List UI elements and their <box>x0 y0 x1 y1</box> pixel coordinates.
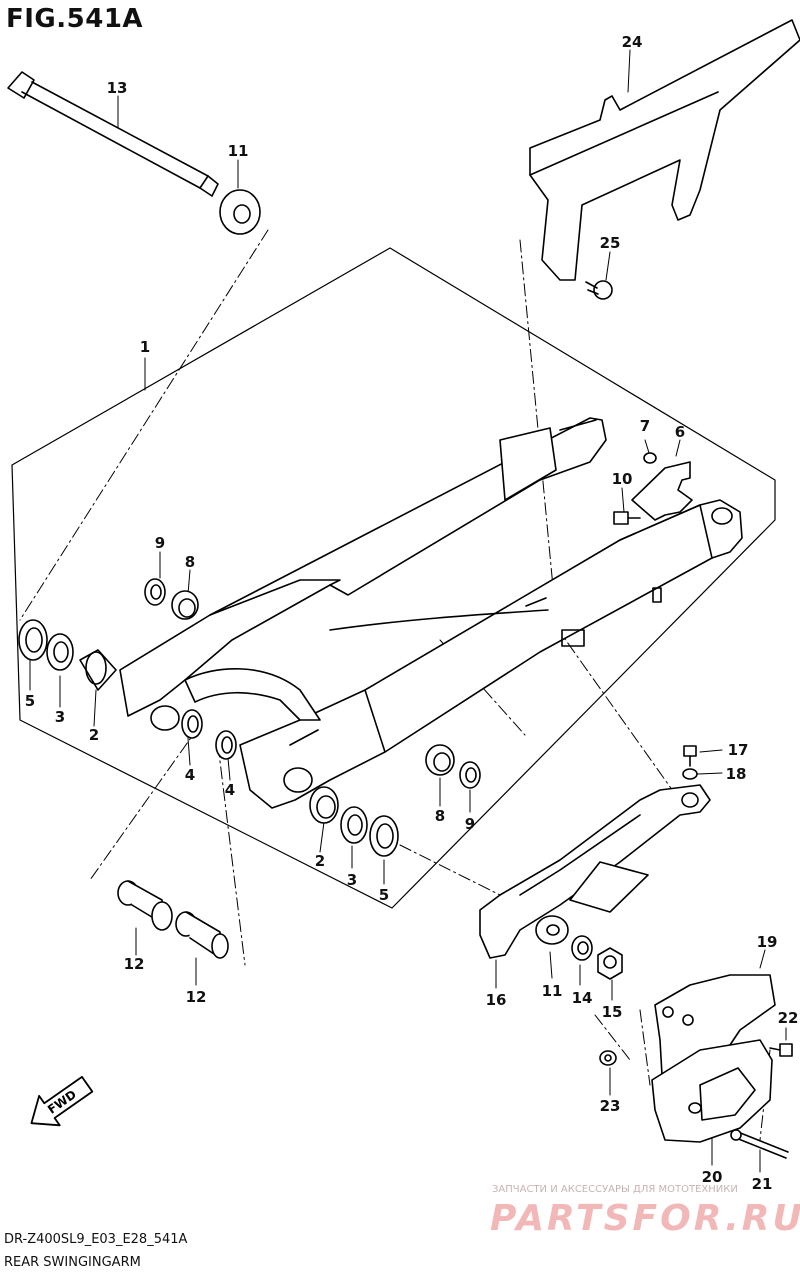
callout-3: 3 <box>346 871 358 889</box>
bearing-2-left <box>79 649 117 691</box>
callout-2: 2 <box>314 852 326 870</box>
washer-11-lower <box>535 915 569 945</box>
forward-arrow-icon <box>30 1075 94 1127</box>
bolt-22 <box>769 1043 793 1057</box>
callout-8: 8 <box>434 807 446 825</box>
leader-lines <box>29 49 787 1173</box>
seal-9-upper <box>144 578 166 606</box>
bolt-25 <box>585 280 613 300</box>
spacer-12-a <box>117 880 173 931</box>
seal-5-left <box>18 619 48 661</box>
bearing-8-upper <box>171 590 199 620</box>
callout-25: 25 <box>599 234 621 252</box>
seal-9-lower <box>459 761 481 789</box>
callout-12: 12 <box>123 955 145 973</box>
bearing-2-right <box>309 786 339 824</box>
nut-15 <box>597 947 623 980</box>
callout-4: 4 <box>224 781 236 799</box>
callout-8: 8 <box>184 553 196 571</box>
collar-4-a <box>181 709 203 739</box>
callout-17: 17 <box>727 741 749 759</box>
callout-1: 1 <box>139 338 151 356</box>
figure-title: FIG.541A <box>6 4 144 34</box>
callout-24: 24 <box>621 33 643 51</box>
bolt-17 <box>683 745 697 767</box>
chain-guide-plate-20 <box>651 1039 773 1143</box>
callout-2: 2 <box>88 726 100 744</box>
seal-5-right <box>369 815 399 857</box>
callout-5: 5 <box>24 692 36 710</box>
swingarm-1 <box>119 417 743 809</box>
callout-6: 6 <box>674 423 686 441</box>
callout-5: 5 <box>378 886 390 904</box>
callout-4: 4 <box>184 766 196 784</box>
callout-10: 10 <box>611 470 633 488</box>
watermark-tagline: ЗАПЧАСТИ И АКСЕССУАРЫ ДЛЯ МОТОТЕХНИКИ <box>492 1184 738 1195</box>
spacer-12-b <box>175 911 229 959</box>
screw-7 <box>643 452 657 464</box>
diagram-name: REAR SWINGINGARM <box>4 1255 141 1270</box>
callout-16: 16 <box>485 991 507 1009</box>
callout-7: 7 <box>639 417 651 435</box>
watermark-logo: PARTSFOR.RU <box>490 1198 800 1239</box>
callout-18: 18 <box>725 765 747 783</box>
washer-18 <box>682 768 698 780</box>
bolt-21 <box>730 1129 789 1159</box>
washer-3-right <box>340 806 368 844</box>
pivot-shaft-13 <box>7 71 219 197</box>
callout-21: 21 <box>751 1175 773 1193</box>
callout-15: 15 <box>601 1003 623 1021</box>
chain-case-24 <box>529 19 800 281</box>
callout-23: 23 <box>599 1097 621 1115</box>
callout-3: 3 <box>54 708 66 726</box>
chain-slider-16 <box>479 784 711 959</box>
diagram-code: DR-Z400SL9_E03_E28_541A <box>4 1232 188 1247</box>
callout-20: 20 <box>701 1168 723 1186</box>
chain-guide-19 <box>654 974 776 1081</box>
nut-23 <box>599 1050 617 1066</box>
callout-11: 11 <box>227 142 249 160</box>
washer-11-top <box>219 189 261 235</box>
callout-9: 9 <box>154 534 166 552</box>
washer-3-left <box>46 633 74 671</box>
bearing-8-lower <box>425 744 455 776</box>
assembly-boundary <box>11 247 776 909</box>
callout-11: 11 <box>541 982 563 1000</box>
callout-22: 22 <box>777 1009 799 1027</box>
callout-12: 12 <box>185 988 207 1006</box>
callout-14: 14 <box>571 989 593 1007</box>
collar-4-b <box>215 730 237 760</box>
washer-14 <box>571 935 593 961</box>
callout-19: 19 <box>756 933 778 951</box>
callout-13: 13 <box>106 79 128 97</box>
bracket-6 <box>631 461 693 521</box>
callout-9: 9 <box>464 815 476 833</box>
bolt-10 <box>613 511 641 525</box>
